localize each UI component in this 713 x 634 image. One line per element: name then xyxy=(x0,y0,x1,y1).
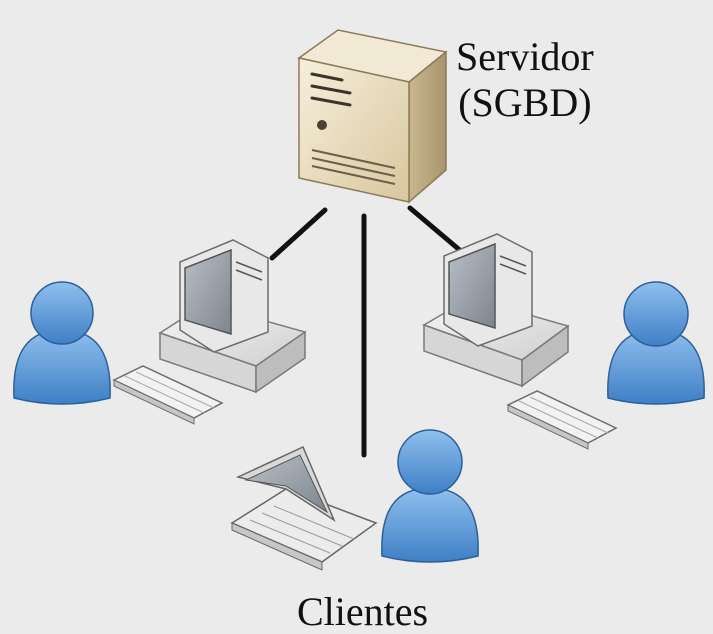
user-icon xyxy=(381,429,479,563)
user-icon xyxy=(13,281,111,405)
laptop-icon xyxy=(230,445,378,571)
link-server-right-client xyxy=(407,205,465,255)
link-server-left-client xyxy=(269,207,328,261)
desktop-computer-icon xyxy=(422,233,618,450)
server-title: Servidor xyxy=(456,34,594,79)
server-subtitle: (SGBD) xyxy=(458,80,592,125)
server-tower-icon xyxy=(297,29,448,204)
server-label: Servidor (SGBD) xyxy=(456,34,594,126)
clients-label: Clientes xyxy=(297,589,429,634)
connection-lines xyxy=(269,205,465,458)
desktop-computer-icon xyxy=(112,239,307,425)
user-icon xyxy=(607,281,705,405)
